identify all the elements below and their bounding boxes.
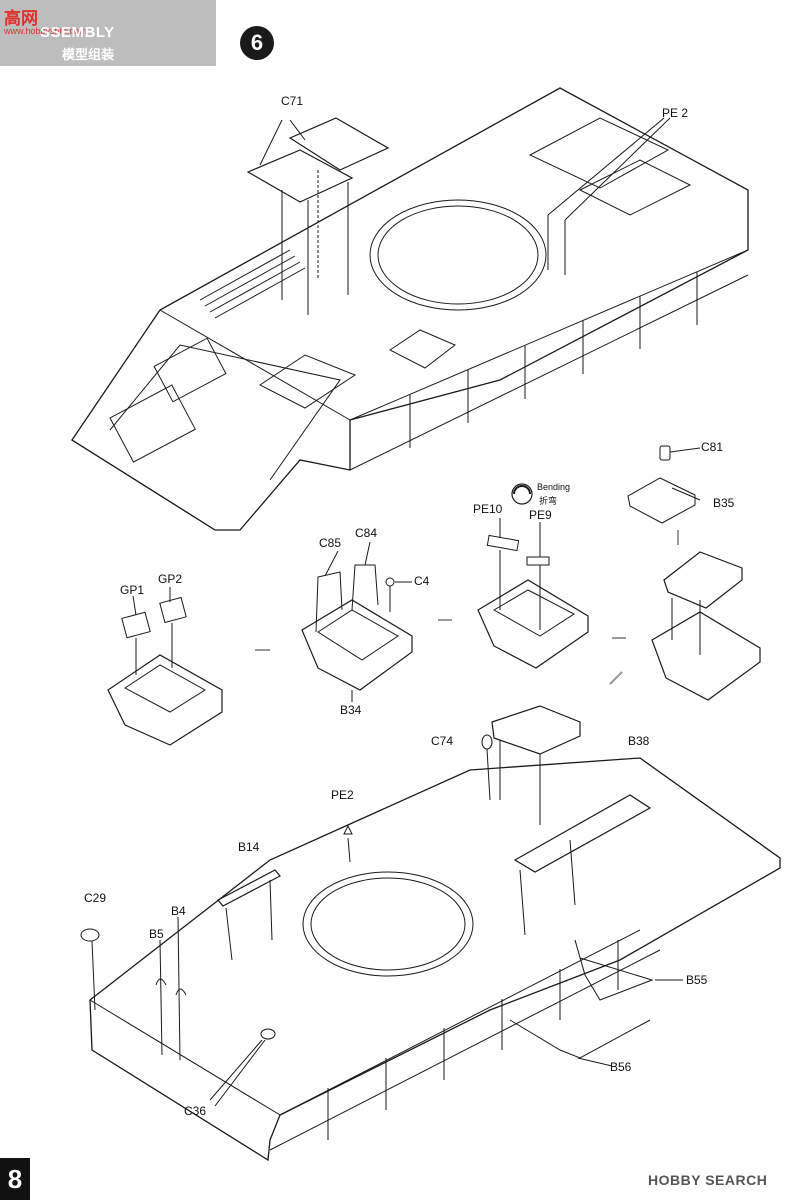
label-c74: C74 bbox=[431, 734, 454, 748]
step-number-badge: 6 bbox=[240, 26, 274, 60]
section-title: SSEMBLY bbox=[40, 24, 115, 41]
label-gp2: GP2 bbox=[158, 572, 183, 586]
label-b55: B55 bbox=[686, 973, 708, 987]
label-b14: B14 bbox=[238, 840, 260, 854]
label-pe9: PE9 bbox=[529, 508, 552, 522]
label-pe2-bottom: PE2 bbox=[331, 788, 354, 802]
label-c81: C81 bbox=[701, 440, 724, 454]
footer-watermark: HOBBY SEARCH bbox=[648, 1172, 768, 1188]
label-c84: C84 bbox=[355, 526, 378, 540]
bottom-hull-drawing bbox=[80, 705, 781, 1162]
site-url: www.hobbyshm.com bbox=[4, 26, 87, 36]
label-bending: Bending bbox=[537, 482, 571, 492]
page-number: 8 bbox=[0, 1158, 30, 1200]
label-b56: B56 bbox=[610, 1060, 632, 1074]
label-b38: B38 bbox=[628, 734, 650, 748]
site-watermark: 高网 bbox=[4, 9, 38, 28]
top-hull-drawing bbox=[71, 87, 749, 531]
label-pe10: PE10 bbox=[473, 502, 503, 516]
flow-arrow-icon bbox=[255, 530, 679, 685]
label-gp1: GP1 bbox=[120, 583, 145, 597]
bending-icon bbox=[511, 483, 533, 505]
label-b35: B35 bbox=[713, 496, 735, 510]
label-b4: B4 bbox=[171, 904, 186, 918]
label-c29: C29 bbox=[84, 891, 107, 905]
label-b34: B34 bbox=[340, 703, 362, 717]
label-c36: C36 bbox=[184, 1104, 207, 1118]
label-pe2-top: PE 2 bbox=[662, 106, 689, 120]
label-c85: C85 bbox=[319, 536, 342, 550]
label-c4: C4 bbox=[414, 574, 430, 588]
header-band bbox=[0, 0, 216, 66]
label-b5: B5 bbox=[149, 927, 164, 941]
section-subtitle: 模型组装 bbox=[62, 47, 115, 62]
label-bending-cn: 折弯 bbox=[539, 496, 558, 506]
turret-ring-sequence bbox=[107, 445, 761, 746]
label-c71: C71 bbox=[281, 94, 304, 108]
